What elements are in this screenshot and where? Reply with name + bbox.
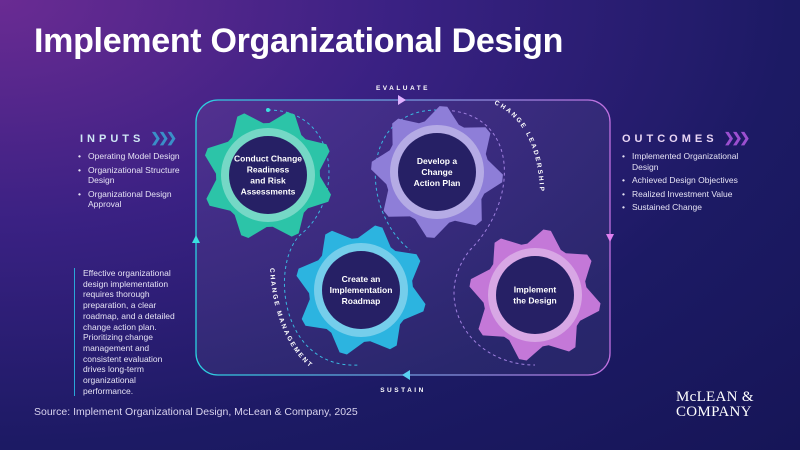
outcome-item: Realized Investment Value — [622, 189, 742, 200]
gear-label: Create an — [342, 274, 381, 284]
gear-label: Develop a — [417, 156, 457, 166]
outcome-item: Sustained Change — [622, 202, 742, 213]
outcomes-list: Implemented Organizational Design Achiev… — [622, 151, 742, 216]
company-logo: McLEAN &COMPANY — [676, 389, 754, 420]
chevrons-icon: ❯❯❯ — [150, 130, 177, 145]
inputs-list: Operating Model Design Organizational St… — [78, 151, 198, 213]
description: Effective organizational design implemen… — [74, 268, 184, 397]
outcome-item: Achieved Design Objectives — [622, 175, 742, 186]
gear-label: Action Plan — [414, 178, 461, 188]
gear-center — [229, 136, 307, 214]
inputs-heading: INPUTS❯❯❯ — [80, 130, 177, 145]
sustain-label: SUSTAIN — [380, 387, 426, 394]
path-start-dot — [266, 108, 270, 112]
source-note: Source: Implement Organizational Design,… — [34, 406, 358, 418]
evaluate-label: EVALUATE — [376, 85, 430, 92]
gear-label: Roadmap — [342, 296, 381, 306]
page-title: Implement Organizational Design — [34, 22, 564, 60]
gear-label: Assessments — [241, 187, 296, 197]
gear-label: and Risk — [250, 176, 286, 186]
outcome-item: Implemented Organizational Design — [622, 151, 742, 172]
gear-label: Readiness — [247, 165, 290, 175]
gear-label: Conduct Change — [234, 154, 302, 164]
outcomes-heading: OUTCOMES❯❯❯ — [622, 130, 751, 145]
chevrons-icon: ❯❯❯ — [723, 130, 751, 145]
input-item: Organizational Structure Design — [78, 165, 198, 186]
arrow-up-icon — [192, 235, 200, 243]
input-item: Organizational Design Approval — [78, 189, 198, 210]
gear-label: Implementation — [330, 285, 393, 295]
gear-center — [322, 251, 400, 329]
input-item: Operating Model Design — [78, 151, 198, 162]
arrow-left-icon — [402, 370, 410, 380]
dashed-path — [267, 109, 361, 366]
gear-label: Change — [421, 167, 452, 177]
gear-center — [496, 256, 574, 334]
gear-label: Implement — [514, 285, 557, 295]
arrow-down-icon — [606, 234, 614, 242]
gear-label: the Design — [513, 296, 556, 306]
gear-center — [398, 133, 476, 211]
arrow-right-icon — [398, 95, 406, 105]
dashed-path — [439, 109, 536, 366]
